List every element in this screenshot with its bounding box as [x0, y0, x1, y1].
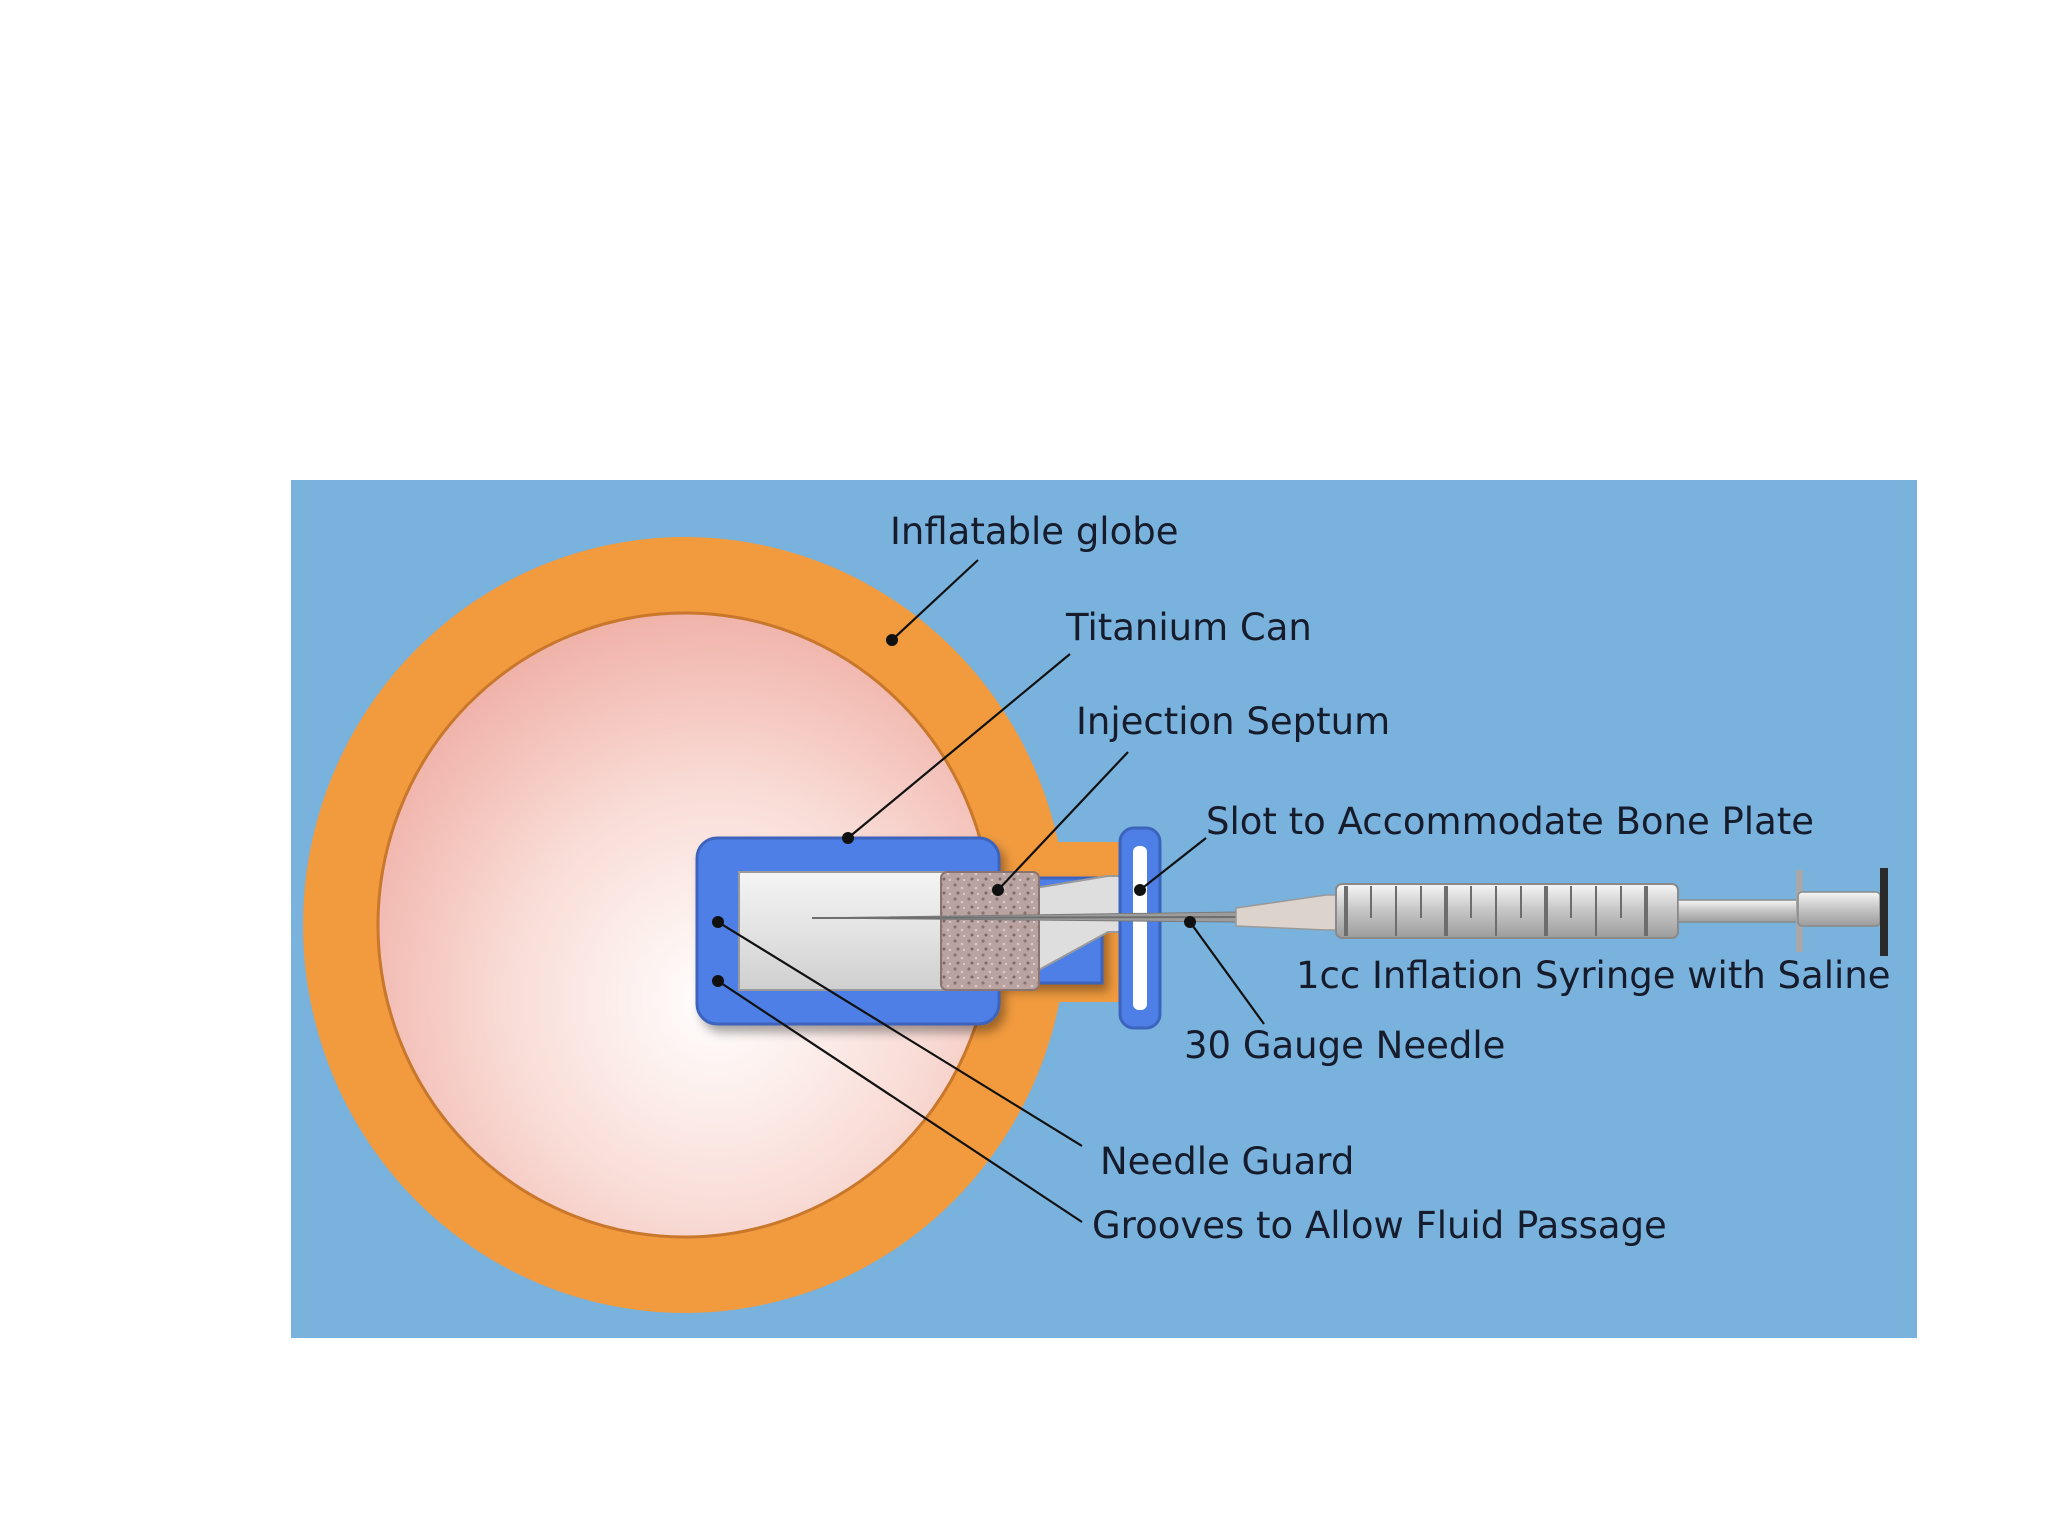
injection-septum — [940, 871, 1040, 991]
label-titanium-can: Titanium Can — [1065, 606, 1312, 649]
label-slot-bone-plate: Slot to Accommodate Bone Plate — [1206, 800, 1814, 843]
label-needle: 30 Gauge Needle — [1184, 1024, 1505, 1067]
bone-plate-slot — [1118, 826, 1162, 1030]
label-syringe: 1cc Inflation Syringe with Saline — [1296, 954, 1891, 997]
inflatable-globe — [303, 537, 1067, 1313]
syringe-end-plate — [1880, 868, 1888, 956]
label-grooves: Grooves to Allow Fluid Passage — [1092, 1204, 1667, 1247]
leader-lines — [717, 559, 1265, 1223]
syringe-graduations — [1344, 886, 1648, 936]
syringe-plunger-rod — [1677, 899, 1799, 923]
syringe — [1235, 868, 1888, 956]
label-inflatable-globe: Inflatable globe — [890, 510, 1178, 553]
fluid-chamber — [738, 871, 945, 991]
label-injection-septum: Injection Septum — [1076, 700, 1390, 743]
syringe-barrel — [1335, 883, 1679, 939]
label-needle-guard: Needle Guard — [1100, 1140, 1354, 1183]
syringe-thumb-rest — [1797, 891, 1881, 927]
